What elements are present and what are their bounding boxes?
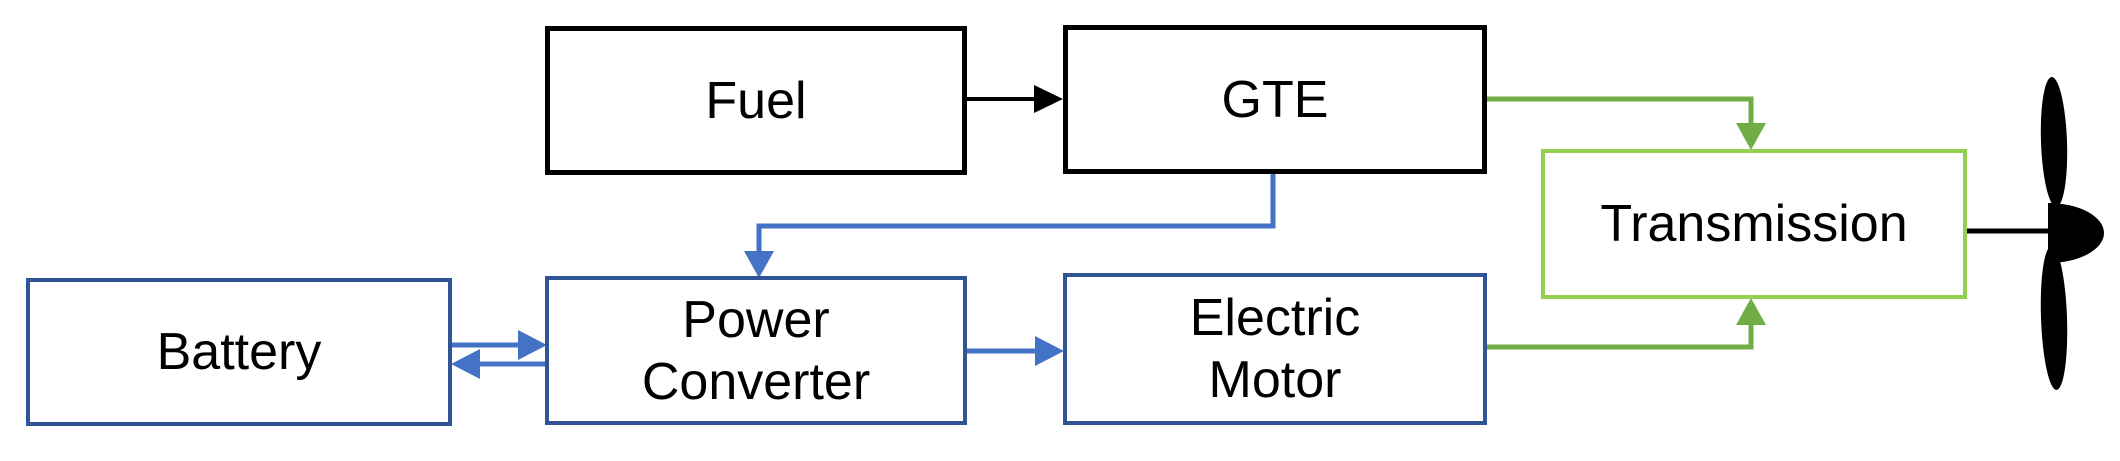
- connector-shaft: [756, 172, 1276, 255]
- block-label: Battery: [156, 323, 322, 381]
- connector-shaft: [1485, 96, 1754, 127]
- arrowhead-right-icon: [518, 330, 547, 360]
- block-label-line2: Motor: [1208, 351, 1342, 409]
- connector-shaft: [1485, 321, 1754, 350]
- block-label-line2: Converter: [641, 352, 871, 411]
- connector-gte-to-power-converter: [744, 172, 1276, 278]
- block-gte: GTE: [1063, 25, 1487, 174]
- arrowhead-left-icon: [451, 349, 480, 379]
- block-fuel: Fuel: [545, 26, 967, 175]
- block-label-line1: Electric: [1189, 289, 1361, 347]
- arrowhead-up-icon: [1736, 298, 1766, 325]
- block-label: Fuel: [705, 71, 807, 130]
- arrowhead-right-icon: [1034, 85, 1063, 113]
- block-transmission: Transmission: [1541, 149, 1967, 299]
- connector-battery-to-power-converter: [450, 330, 547, 360]
- propeller-blade-bottom: [2040, 246, 2068, 390]
- propeller-icon: [2040, 77, 2104, 390]
- connector-power-converter-to-battery: [451, 349, 547, 379]
- block-label-line1: Power: [682, 290, 830, 349]
- connector-electric-motor-to-transmission: [1485, 298, 1766, 350]
- block-label: Transmission: [1600, 195, 1908, 253]
- arrowhead-down-icon: [744, 251, 774, 278]
- block-label: GTE: [1221, 70, 1329, 129]
- arrowhead-down-icon: [1736, 123, 1766, 150]
- propeller-blade-top: [2040, 77, 2068, 207]
- arrowhead-right-icon: [1035, 336, 1064, 366]
- connector-fuel-to-gte: [965, 85, 1063, 113]
- block-power-converter: Power Converter: [545, 276, 967, 425]
- connector-power-converter-to-electric-motor: [965, 336, 1064, 366]
- propeller-hub: [2048, 203, 2104, 263]
- block-battery: Battery: [26, 278, 452, 426]
- block-electric-motor: Electric Motor: [1063, 273, 1487, 425]
- connector-gte-to-transmission: [1485, 96, 1766, 150]
